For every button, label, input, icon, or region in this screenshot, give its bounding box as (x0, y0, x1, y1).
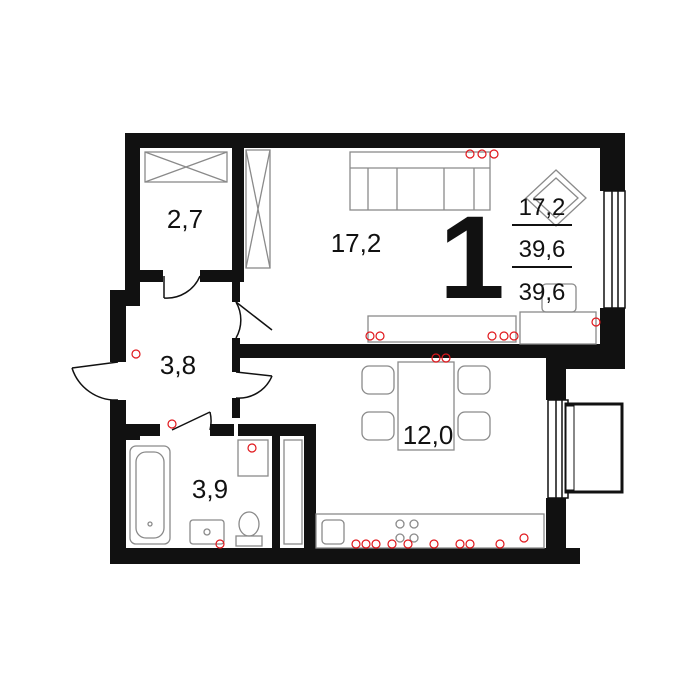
living-room-area: 17,2 (331, 228, 382, 258)
hallway-area: 3,8 (160, 350, 196, 380)
doors (71, 275, 273, 431)
sockets (131, 149, 601, 549)
walls (110, 133, 625, 564)
apartment-summary: 1 17,2 39,6 39,6 (439, 192, 572, 324)
storage-area: 2,7 (167, 204, 203, 234)
kitchen-area: 12,0 (403, 420, 454, 450)
room-labels: 17,2 2,7 3,8 12,0 3,9 (160, 204, 453, 504)
total-area-value: 39,6 (519, 236, 566, 263)
living-area-value: 17,2 (519, 194, 566, 221)
room-count: 1 (439, 192, 505, 324)
balcony (564, 402, 624, 494)
windows (547, 190, 626, 499)
bathroom-area: 3,9 (192, 474, 228, 504)
furniture (129, 149, 597, 549)
total-area-with-balcony-value: 39,6 (519, 279, 566, 306)
